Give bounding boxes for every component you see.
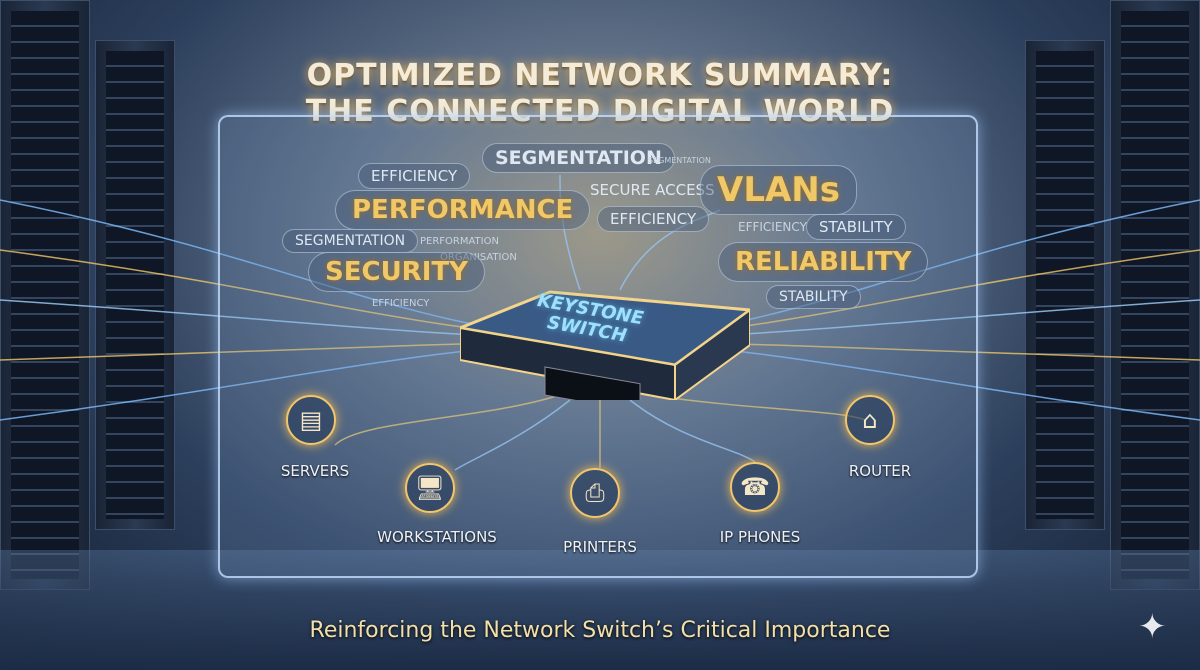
keyword-stability: STABILITY [806, 214, 906, 240]
computer-icon: 🖥 [405, 463, 455, 513]
device-label-workstations: WORKSTATIONS [377, 528, 497, 546]
keystone-switch: KEYSTONE SWITCH [454, 290, 755, 413]
keyword-efficiency-center: EFFICIENCY [597, 206, 710, 232]
sparkle-icon: ✦ [1138, 607, 1167, 647]
device-label-router: ROUTER [848, 462, 912, 480]
keyword-segmentation-top: SEGMENTATION [482, 143, 675, 173]
keyword-efficiency-right: EFFICIENCY [738, 220, 807, 234]
switch-icon [454, 290, 755, 413]
router-icon: ⌂ [845, 395, 895, 445]
keyword-segmentation-tiny: SEGMENTATION [648, 156, 711, 165]
keyword-performance: PERFORMANCE [335, 190, 591, 230]
footer-caption: Reinforcing the Network Switch’s Critica… [309, 618, 891, 643]
device-label-ip-phones: IP PHONES [719, 528, 801, 546]
keyword-performation: PERFORMATION [420, 236, 499, 247]
server-rack-left [0, 0, 90, 590]
keyword-secure-access: SECURE ACCESS [590, 181, 715, 199]
keyword-stability-lower: STABILITY [766, 285, 861, 309]
keyword-segmentation: SEGMENTATION [282, 229, 419, 253]
keyword-vlans: VLANs [700, 165, 857, 215]
device-label-printers: PRINTERS [563, 538, 637, 556]
server-rack-right-2 [1025, 40, 1105, 530]
keyword-efficiency-small: EFFICIENCY [372, 298, 430, 309]
title-line-2: THE CONNECTED DIGITAL WORLD [305, 94, 895, 129]
phone-icon: ☎ [730, 462, 780, 512]
server-icon: ▤ [286, 395, 336, 445]
title-line-1: OPTIMIZED NETWORK SUMMARY: [306, 58, 894, 93]
server-rack-left-2 [95, 40, 175, 530]
server-rack-right [1110, 0, 1200, 590]
keyword-efficiency: EFFICIENCY [358, 163, 471, 189]
keyword-reliability: RELIABILITY [718, 242, 929, 282]
printer-icon: ⎙ [570, 468, 620, 518]
floor [0, 550, 1200, 670]
keyword-security: SECURITY [308, 252, 485, 292]
device-label-servers: SERVERS [280, 462, 350, 480]
